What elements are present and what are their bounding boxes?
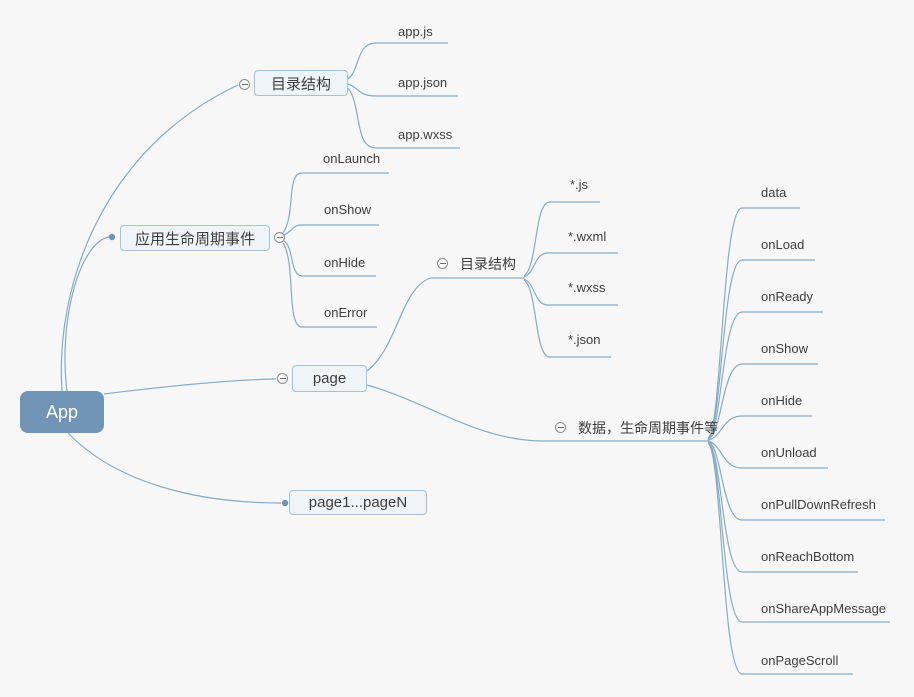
edge-onerror [282, 242, 377, 328]
node-onshow-app[interactable]: onShow [324, 202, 371, 217]
edge-onpulldownrefresh [707, 440, 885, 521]
node-app-json[interactable]: app.json [398, 75, 448, 90]
collapse-icon[interactable] [437, 258, 448, 269]
node-onunload[interactable]: onUnload [761, 445, 817, 460]
node-page[interactable]: page [292, 365, 367, 392]
node-onlaunch[interactable]: onLaunch [323, 151, 381, 166]
collapse-icon[interactable] [555, 422, 566, 433]
edge-onshow2 [707, 363, 818, 440]
connection-dot [281, 499, 289, 507]
node-star-js[interactable]: *.js [570, 177, 589, 192]
edge-onhide2 [707, 415, 812, 441]
minus-bar [276, 237, 283, 238]
node-onpagescroll[interactable]: onPageScroll [761, 653, 839, 668]
edge-onpagescroll [707, 442, 853, 675]
edge-starjson [523, 279, 611, 358]
node-onpulldownrefresh[interactable]: onPullDownRefresh [761, 497, 876, 512]
node-onhide-app[interactable]: onHide [324, 255, 366, 270]
node-star-wxml[interactable]: *.wxml [568, 229, 607, 244]
minus-bar [439, 263, 446, 264]
edge-onshareappmessage [707, 441, 890, 623]
edge-onlaunch [282, 172, 389, 234]
node-onready[interactable]: onReady [761, 289, 814, 304]
edge-page-data [366, 384, 708, 442]
node-data[interactable]: data [761, 185, 787, 200]
minus-bar [241, 84, 248, 85]
collapse-icon[interactable] [274, 232, 285, 243]
node-onshow-page[interactable]: onShow [761, 341, 808, 356]
node-onshareappmessage[interactable]: onShareAppMessage [761, 601, 887, 616]
node-onerror[interactable]: onError [324, 305, 368, 320]
edge-starwxml [523, 252, 618, 278]
edge-onreachbottom [707, 441, 858, 573]
minus-bar [279, 378, 286, 379]
edge-appjson [347, 83, 458, 97]
edge-onready [707, 311, 823, 440]
node-onreachbottom[interactable]: onReachBottom [761, 549, 855, 564]
edge-starwxss [523, 278, 618, 306]
edge-page-dir2 [366, 277, 524, 372]
edge-appwxss [347, 87, 460, 149]
collapse-icon[interactable] [277, 373, 288, 384]
node-app-root[interactable]: App [20, 391, 104, 433]
node-app-lifecycle-events[interactable]: 应用生命周期事件 [120, 225, 270, 251]
edge-app-pages [67, 432, 282, 504]
node-app-wxss[interactable]: app.wxss [398, 127, 453, 142]
node-app-js[interactable]: app.js [398, 24, 433, 39]
edge-onunload [707, 440, 828, 469]
edge-onload [707, 259, 815, 439]
connection-dot [108, 233, 116, 241]
collapse-icon[interactable] [239, 79, 250, 90]
node-data-lifecycle[interactable]: 数据，生命周期事件等 [578, 420, 718, 436]
edge-starjs [523, 201, 600, 277]
node-star-json[interactable]: *.json [568, 332, 601, 347]
edge-app-dir1 [60, 84, 239, 392]
node-onload[interactable]: onLoad [761, 237, 805, 252]
node-page1-pagen[interactable]: page1...pageN [289, 490, 427, 515]
edge-onshow1 [283, 224, 379, 236]
edge-appjs [347, 42, 448, 80]
edge-app-page [103, 378, 277, 395]
edge-app-lifecycle [64, 236, 110, 392]
minus-bar [557, 427, 564, 428]
node-onhide-page[interactable]: onHide [761, 393, 803, 408]
node-dir-structure-1[interactable]: 目录结构 [254, 70, 348, 96]
node-star-wxss[interactable]: *.wxss [568, 280, 606, 295]
edge-onhide1 [283, 240, 376, 277]
edge-data [707, 207, 800, 439]
node-dir-structure-2[interactable]: 目录结构 [460, 256, 516, 272]
